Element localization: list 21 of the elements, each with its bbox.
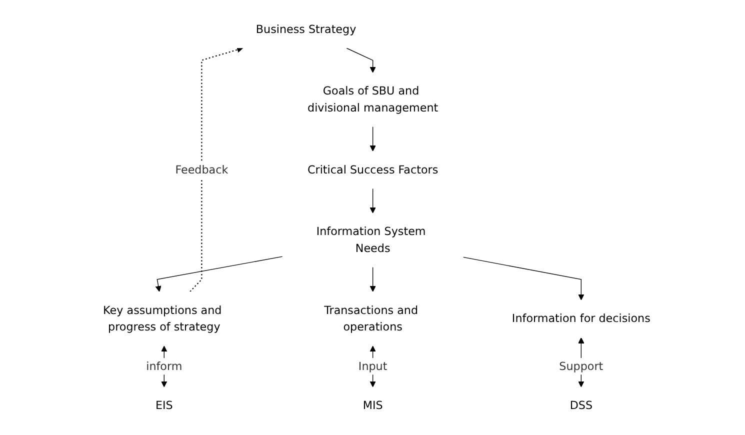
node-text: Goals of SBU and divisional management (308, 84, 438, 114)
node-text: DSS (570, 398, 593, 412)
node-text: Key assumptions and progress of strategy (103, 303, 222, 334)
arrow (370, 188, 376, 214)
arrow (155, 256, 283, 292)
arrow (462, 256, 584, 300)
node-text: Transactions and operations (324, 303, 418, 334)
edge-label: Feedback (175, 162, 228, 176)
node-text: Business Strategy (256, 22, 356, 36)
edge-label: Support (559, 359, 604, 373)
node-text: Critical Success Factors (307, 162, 438, 176)
arrow (370, 126, 376, 152)
arrow (346, 48, 376, 73)
arrow (370, 266, 376, 292)
node-text: MIS (362, 398, 383, 412)
node-text: Information System Needs (316, 224, 426, 255)
node-text: Information for decisions (512, 312, 650, 325)
edge-label: Input (358, 359, 388, 373)
arrow (190, 46, 243, 292)
edge-label: inform (146, 359, 182, 373)
node-text: EIS (155, 398, 173, 412)
